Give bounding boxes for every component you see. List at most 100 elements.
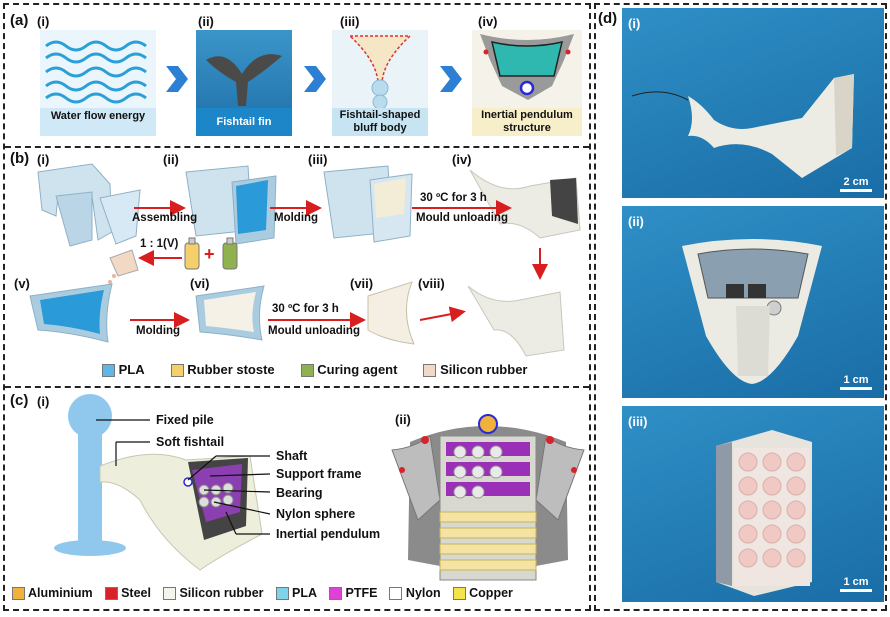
panel-b-step-2-num: (ii) (163, 152, 179, 167)
pendulum-prototype-photo (682, 239, 822, 384)
molded-block-icon (323, 165, 413, 243)
copper-swatch (452, 587, 466, 601)
curing-agent-swatch (300, 364, 314, 378)
pendulum-cutaway-icon (391, 414, 585, 581)
fishtail-prototype-photo (631, 74, 854, 178)
pla-swatch (102, 364, 115, 378)
legend-item-steel: Steel (104, 586, 151, 601)
callout-nylon-sphere: Nylon sphere (276, 507, 356, 521)
legend-item-rubber-stoste: Rubber stoste (170, 362, 275, 378)
pendulum-structure-icon (480, 34, 574, 100)
divider-ab (5, 146, 589, 148)
left-frame (3, 3, 591, 611)
panel-a-step-3-num: (iii) (340, 14, 360, 29)
pendulum-image: Inertial pendulum structure (472, 30, 582, 136)
bluff-body-image: Fishtail-shaped bluff body (332, 30, 428, 136)
condition-label-1: 30 ºC for 3 h (420, 192, 487, 204)
callout-support-frame: Support frame (276, 467, 362, 481)
chevron-arrow-icon (166, 66, 188, 92)
panel-c-label: (c) (10, 392, 29, 409)
silicone-fishtail-icon (469, 169, 581, 239)
panel-c-step-2-num: (ii) (395, 412, 411, 427)
panel-d-label: (d) (598, 10, 618, 27)
water-flow-caption: Water flow energy (40, 108, 156, 136)
silicon-rubber-swatch (423, 364, 437, 378)
scale-line (840, 387, 872, 390)
photo-pendulum-front: (ii) 1 cm (622, 206, 884, 398)
panel-a-step-1-num: (i) (37, 14, 50, 29)
panel-b-step-5-num: (v) (14, 276, 30, 291)
legend-item-aluminium: Aluminium (12, 586, 93, 601)
mould-parts-icon (37, 163, 141, 247)
photo-pendulum-array: (iii) 1 cm (622, 406, 884, 602)
final-fishtail-icon (467, 285, 565, 357)
scale-line (840, 189, 872, 192)
callout-shaft: Shaft (276, 449, 308, 463)
assembling-label: Assembling (132, 212, 198, 224)
scale-label-3: 1 cm (843, 576, 869, 588)
fishtail-fin-image: Fishtail fin (196, 30, 292, 136)
bluff-body-icon (348, 35, 412, 110)
photo-3-num: (iii) (628, 414, 648, 429)
legend-item-copper: Copper (452, 586, 513, 601)
panel-b-step-3-num: (iii) (308, 152, 328, 167)
legend-item-ptfe: PTFE (329, 586, 377, 601)
soft-fishtail-icon (99, 453, 263, 571)
panel-c-legend: Aluminium Steel Silicon rubber PLA PTFE … (12, 586, 513, 601)
aluminium-swatch (12, 587, 25, 601)
filled-mould-icon (29, 283, 113, 343)
unloading-label-1: Mould unloading (416, 212, 508, 224)
right-frame (594, 3, 887, 611)
molding-label-1: Molding (274, 212, 319, 224)
water-waves-icon (45, 40, 147, 104)
fixed-pile-icon (54, 394, 126, 556)
callout-fixed-pile: Fixed pile (156, 413, 214, 427)
water-flow-image: Water flow energy (40, 30, 156, 136)
legend-item-pla: PLA (275, 586, 317, 601)
fishtail-fin-caption: Fishtail fin (196, 108, 292, 136)
sphere-array-photo (716, 430, 812, 596)
scale-bar-1: 2 cm (840, 176, 872, 192)
panel-a-label: (a) (10, 12, 29, 29)
silicon-rubber-swatch (162, 587, 176, 601)
structure-diagram (54, 394, 585, 581)
condition-label-2: 30 ºC for 3 h (272, 303, 339, 315)
panel-c-step-1-num: (i) (37, 394, 50, 409)
whale-tail-icon (206, 54, 282, 106)
photo-fishtail-side: (i) 2 cm (622, 8, 884, 198)
scale-label-1: 2 cm (843, 176, 869, 188)
legend-item-nylon: Nylon (389, 586, 441, 601)
panel-b-step-1-num: (i) (37, 152, 50, 167)
panel-b-label: (b) (10, 150, 30, 167)
photo-1-num: (i) (628, 16, 641, 31)
photo-2-num: (ii) (628, 214, 644, 229)
panel-b-legend: PLA Rubber stoste Curing agent Silicon r… (102, 362, 527, 378)
chevron-arrow-icon (304, 66, 326, 92)
legend-item-curing-agent: Curing agent (300, 362, 397, 378)
cured-mould-icon (195, 285, 265, 341)
chevron-arrow-icon (440, 66, 462, 92)
unloading-label-2: Mould unloading (268, 325, 360, 337)
panel-a-step-2-num: (ii) (198, 14, 214, 29)
callout-soft-fishtail: Soft fishtail (156, 435, 225, 449)
divider-bc (5, 386, 589, 388)
scale-bar-2: 1 cm (840, 374, 872, 390)
panel-a-step-4-num: (iv) (478, 14, 498, 29)
panel-b-step-8-num: (viii) (418, 276, 445, 291)
pendulum-caption: Inertial pendulum structure (472, 108, 582, 136)
silicone-cover-icon (367, 281, 415, 345)
legend-item-silicon-rubber: Silicon rubber (423, 362, 527, 378)
rubber-stoste-swatch (170, 364, 184, 378)
legend-item-silicon-rubber: Silicon rubber (162, 586, 264, 601)
plus-sign: + (204, 244, 215, 264)
panel-b-step-4-num: (iv) (452, 152, 472, 167)
fabrication-process-diagram (29, 163, 581, 357)
ptfe-swatch (329, 587, 342, 601)
pla-swatch (275, 587, 289, 601)
scale-label-2: 1 cm (843, 374, 869, 386)
panel-b-step-7-num: (vii) (350, 276, 374, 291)
ratio-label: 1 : 1(V) (140, 238, 179, 250)
scale-bar-3: 1 cm (840, 576, 872, 592)
panel-b-step-6-num: (vi) (190, 276, 210, 291)
nylon-swatch (389, 587, 403, 601)
